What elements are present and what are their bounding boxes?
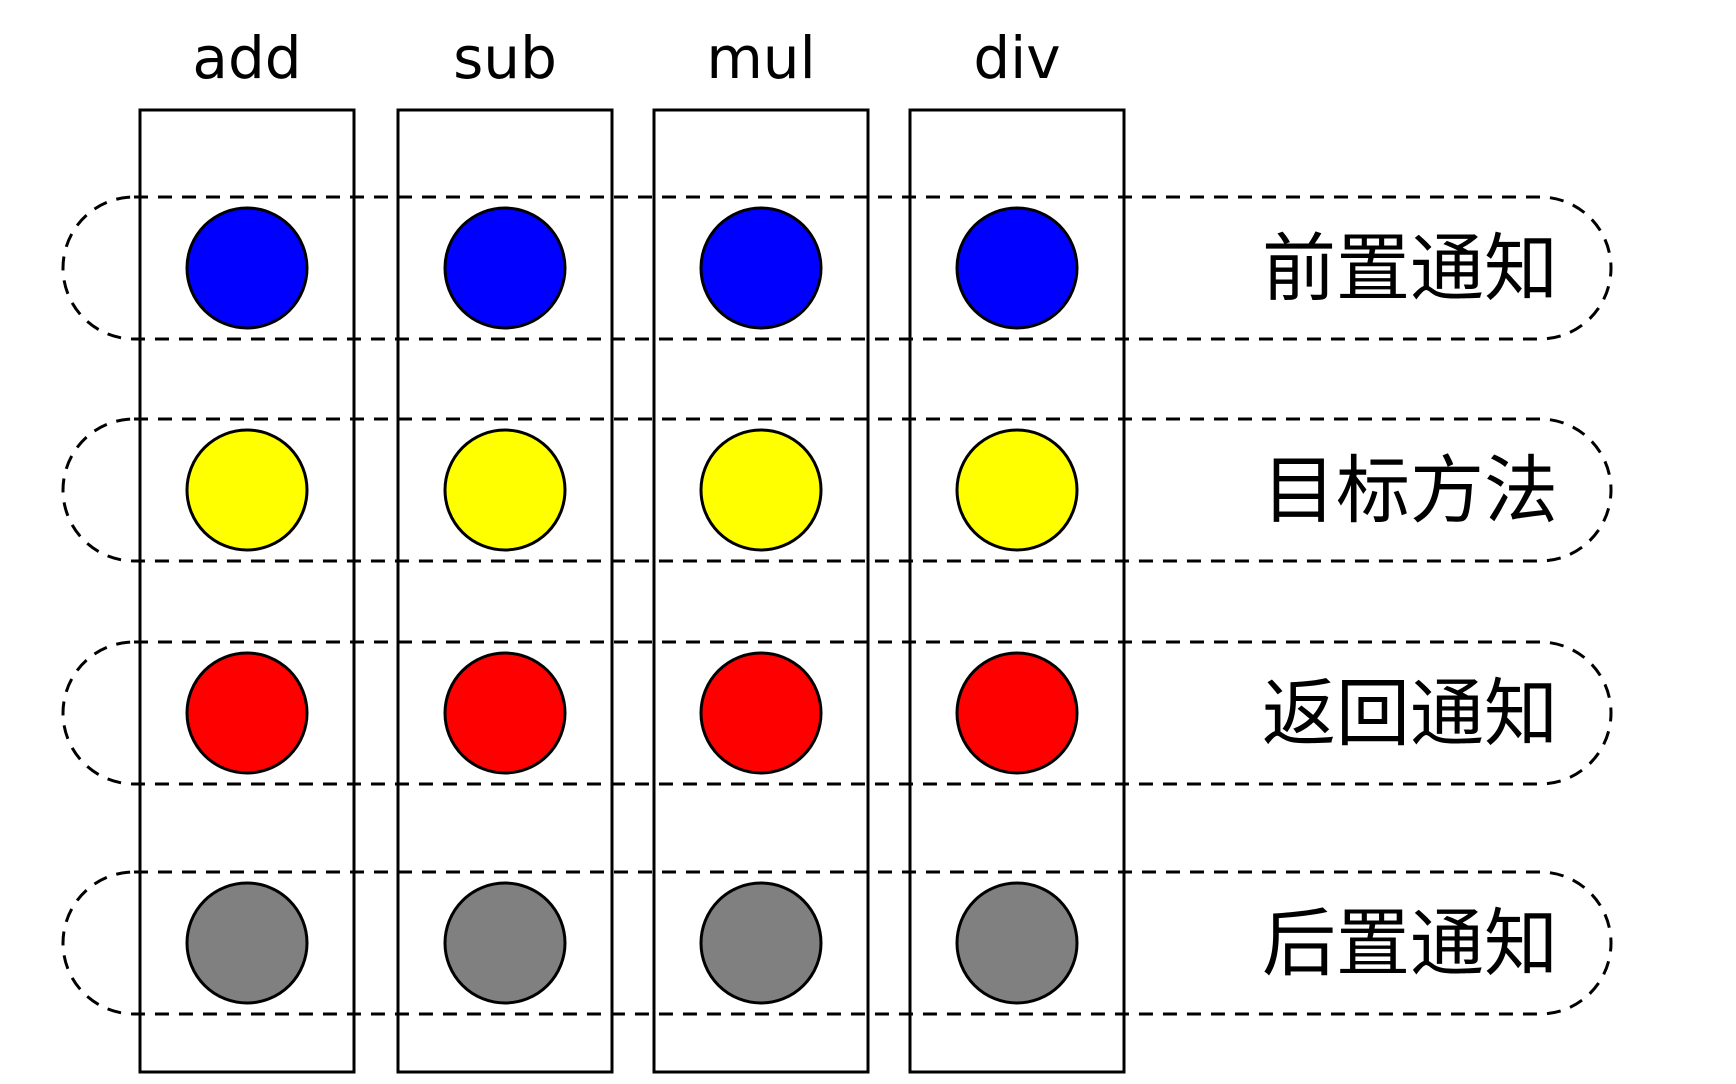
method-column-layer — [138, 108, 1126, 1074]
advice-label: 后置通知 — [1262, 901, 1558, 987]
method-column-add — [138, 108, 356, 1074]
advice-dot-layer — [185, 206, 1079, 1005]
advice-dot — [443, 651, 567, 775]
method-label: mul — [706, 24, 815, 92]
method-label: sub — [453, 24, 557, 92]
advice-dot — [699, 651, 823, 775]
advice-dot — [185, 206, 309, 330]
advice-dot — [185, 881, 309, 1005]
advice-dot — [185, 651, 309, 775]
method-column-sub — [396, 108, 614, 1074]
advice-label: 返回通知 — [1262, 671, 1558, 757]
advice-dot — [443, 881, 567, 1005]
advice-row-outline — [61, 417, 1613, 563]
method-column-div — [908, 108, 1126, 1074]
advice-dot — [699, 428, 823, 552]
method-label: div — [973, 24, 1060, 92]
advice-dot — [443, 428, 567, 552]
advice-row-outline — [61, 870, 1613, 1016]
advice-row-outline — [61, 195, 1613, 341]
method-column-mul — [652, 108, 870, 1074]
advice-row-outline — [61, 640, 1613, 786]
advice-dot — [955, 206, 1079, 330]
advice-row-layer — [61, 195, 1613, 1016]
advice-dot — [443, 206, 567, 330]
advice-label: 前置通知 — [1262, 226, 1558, 312]
advice-dot — [699, 206, 823, 330]
advice-label: 目标方法 — [1262, 448, 1558, 534]
method-label: add — [192, 24, 301, 92]
advice-dot — [699, 881, 823, 1005]
advice-dot — [955, 651, 1079, 775]
advice-dot — [955, 428, 1079, 552]
advice-dot — [185, 428, 309, 552]
advice-dot — [955, 881, 1079, 1005]
